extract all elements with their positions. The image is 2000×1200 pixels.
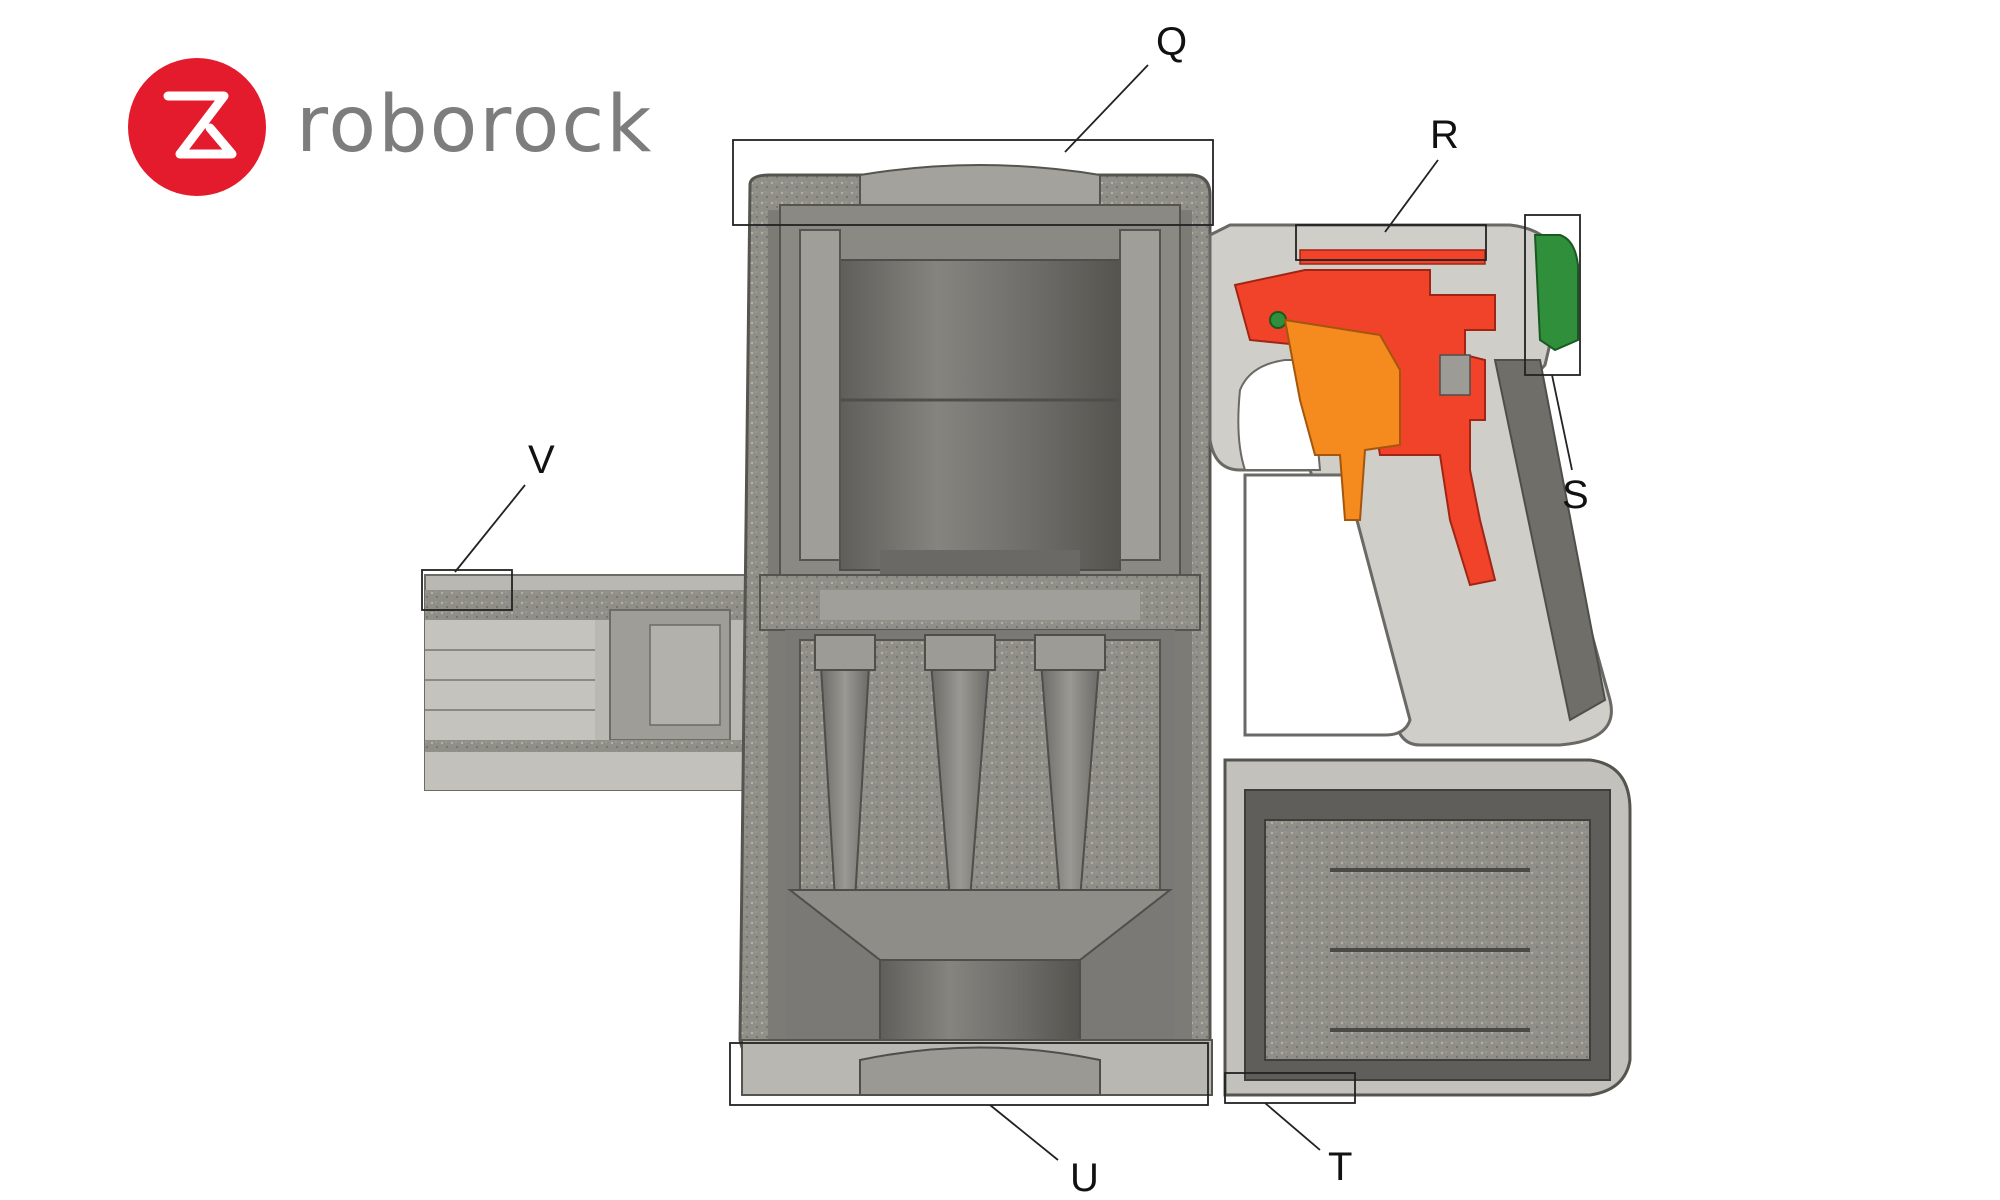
- callout-label-s: S: [1562, 473, 1589, 517]
- leader-t: [1264, 1102, 1321, 1151]
- callout-label-r: R: [1430, 113, 1459, 157]
- callout-frames: [421, 139, 1581, 1106]
- leader-q: [1064, 64, 1149, 153]
- brand-logo: roborock: [128, 58, 688, 198]
- leader-v: [454, 484, 526, 573]
- roborock-z-icon: [128, 58, 266, 196]
- trigger: [1283, 318, 1401, 521]
- callout-label-v: V: [528, 438, 555, 482]
- callout-box-q: [732, 139, 1214, 226]
- pcb-board: [1533, 234, 1579, 352]
- inlet-tube: [424, 574, 746, 791]
- leader-u: [989, 1104, 1059, 1161]
- leader-lines: [454, 64, 1573, 1161]
- callout-box-v: [421, 569, 513, 611]
- callout-label-t: T: [1328, 1145, 1353, 1189]
- brand-wordmark: roborock: [296, 80, 654, 170]
- leader-r: [1384, 159, 1439, 233]
- callout-label-u: U: [1070, 1156, 1099, 1200]
- dust-bin: [738, 164, 1213, 1096]
- callout-box-t: [1224, 1072, 1356, 1104]
- battery-pack: [1223, 758, 1632, 1097]
- callout-label-q: Q: [1156, 20, 1188, 64]
- callout-box-u: [729, 1042, 1209, 1106]
- leader-s: [1551, 374, 1573, 471]
